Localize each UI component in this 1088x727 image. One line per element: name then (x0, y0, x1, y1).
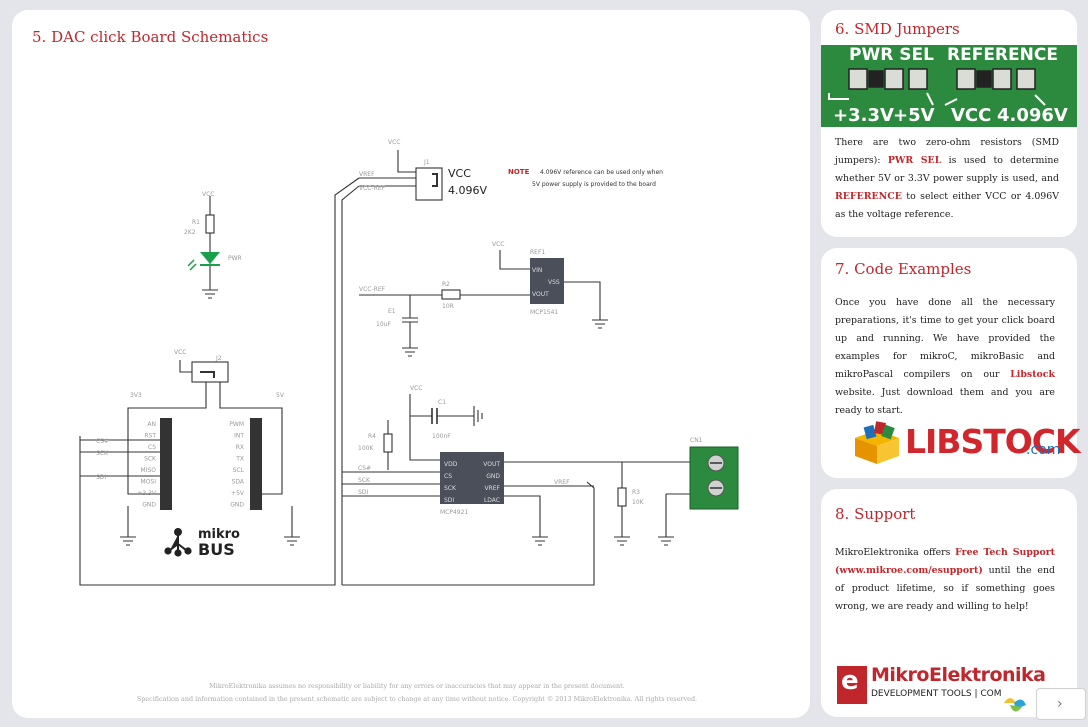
note-label: NOTE (508, 168, 530, 176)
pin-label: VDD (444, 461, 458, 468)
svg-text:10K: 10K (632, 499, 645, 506)
support-heading: 8. Support (835, 505, 916, 523)
footer-disclaimer-1: MikroElektronika assumes no responsibili… (209, 682, 625, 690)
note-line-2: 5V power supply is provided to the board (532, 181, 656, 188)
svg-text:MCP4921: MCP4921 (440, 509, 468, 516)
svg-text:MCP1541: MCP1541 (530, 309, 558, 316)
pin-label: TX (235, 456, 244, 463)
pin-label: CS (444, 473, 452, 480)
pin-label: RST (144, 433, 156, 440)
svg-text:VCC-REF: VCC-REF (359, 185, 386, 192)
pin-label: VOUT (483, 461, 500, 468)
svg-text:R1: R1 (192, 219, 200, 226)
support-card: 8. Support MikroElektronika offers Free … (821, 489, 1077, 717)
svg-text:10uF: 10uF (376, 321, 391, 328)
svg-text:R3: R3 (632, 489, 640, 496)
pin-label: MISO (141, 467, 157, 474)
svg-text:CS#: CS# (358, 465, 371, 472)
pin-label: PWM (229, 421, 244, 428)
support-description: MikroElektronika offers Free Tech Suppor… (835, 547, 1055, 612)
svg-text:J1: J1 (423, 159, 430, 166)
svg-text:PWR: PWR (228, 255, 242, 262)
svg-text:VIN: VIN (532, 267, 542, 274)
svg-text:E1: E1 (388, 308, 396, 315)
svg-text:CS#: CS# (96, 438, 109, 445)
mikroelektronika-logo: e MikroElektronika DEVELOPMENT TOOLS | C… (835, 664, 1075, 710)
code-heading: 7. Code Examples (835, 260, 972, 278)
svg-text:R4: R4 (368, 433, 376, 440)
svg-text:SDI: SDI (358, 489, 368, 496)
pin-label: MOSI (141, 479, 157, 486)
schematic-card: 5. DAC click Board Schematics (12, 10, 810, 718)
libstock-link[interactable]: Libstock (1010, 369, 1055, 380)
option-4096: 4.096V (448, 184, 487, 197)
mikrobus-right-pins: PWM INT RX TX SCL SDA +5V GND (229, 421, 245, 509)
pin-label: LDAC (484, 497, 500, 504)
pin-label: RX (236, 444, 244, 451)
pin-label: AN (147, 421, 156, 428)
pin-label: SCK (144, 456, 157, 463)
svg-text:CN1: CN1 (690, 437, 703, 444)
mcp4921-right-pins: VOUT GND VREF LDAC (483, 461, 500, 504)
option-vcc: VCC (448, 167, 471, 180)
smd-jumpers-card: 6. SMD Jumpers PWR SEL REFERENCE +3.3V +… (821, 10, 1077, 237)
mcp4921-left-pins: VDD CS SCK SDI (444, 461, 458, 504)
svg-text:VCC-REF: VCC-REF (359, 286, 386, 293)
svg-text:R2: R2 (442, 281, 450, 288)
svg-text:SCK: SCK (96, 450, 109, 457)
svg-text:10R: 10R (442, 303, 454, 310)
svg-text:REF1: REF1 (530, 249, 545, 256)
svg-text:VREF: VREF (359, 171, 375, 178)
mikrobus-logo-bus: BUS (198, 540, 235, 559)
footer-disclaimer-2: Specification and information contained … (136, 695, 698, 703)
svg-text:5V: 5V (276, 392, 285, 399)
pin-label: SDI (444, 497, 454, 504)
pin-label: GND (486, 473, 500, 480)
mikrobus-left-pins: AN RST CS SCK MISO MOSI +3.3V GND (137, 421, 157, 509)
next-page-button[interactable]: › (1036, 688, 1086, 720)
svg-text:VCC: VCC (202, 191, 214, 198)
bird-icon (1000, 689, 1030, 719)
pin-label: SCK (444, 485, 457, 492)
svg-text:2K2: 2K2 (184, 229, 196, 236)
svg-text:100K: 100K (358, 445, 374, 452)
pin-label: SDA (232, 479, 245, 486)
svg-text:VCC: VCC (388, 139, 400, 146)
libstock-logo[interactable]: LIBSTOCK .com (849, 418, 1081, 468)
svg-text:3V3: 3V3 (130, 392, 142, 399)
pin-label: VREF (484, 485, 500, 492)
svg-text:100nF: 100nF (432, 433, 451, 440)
esupport-link[interactable]: (www.mikroe.com/esupport) (835, 565, 983, 576)
mikrobus-logo-mikro: mikro (198, 527, 240, 542)
svg-text:VREF: VREF (554, 479, 570, 486)
code-description: Once you have done all the necessary pre… (835, 297, 1055, 416)
schematic-diagram: mikro BUS VCC J1 VREF VCC-REF VCC 4.096V… (79, 139, 739, 586)
pin-label: CS (148, 444, 156, 451)
chevron-right-icon: › (1057, 696, 1063, 712)
pin-label: INT (234, 433, 244, 440)
svg-text:J2: J2 (215, 355, 222, 362)
schematic-title: 5. DAC click Board Schematics (32, 28, 269, 46)
svg-text:SCK: SCK (358, 477, 371, 484)
svg-text:VCC: VCC (492, 241, 504, 248)
pin-label: GND (142, 502, 156, 509)
svg-text:VCC: VCC (174, 349, 186, 356)
pin-label: GND (230, 502, 244, 509)
svg-text:VSS: VSS (548, 279, 560, 286)
pin-label: SCL (233, 467, 245, 474)
svg-text:SDI: SDI (96, 474, 106, 481)
smd-jumpers-photo: PWR SEL REFERENCE +3.3V +5V VCC 4.096V (821, 45, 1077, 127)
pin-label: +5V (231, 490, 245, 497)
svg-text:VOUT: VOUT (532, 291, 549, 298)
note-line-1: 4.096V reference can be used only when (540, 169, 663, 176)
svg-text:C1: C1 (438, 399, 446, 406)
code-examples-card: 7. Code Examples Once you have done all … (821, 248, 1081, 478)
pin-label: +3.3V (137, 490, 157, 497)
smd-description: There are two zero-ohm resistors (SMD ju… (835, 137, 1060, 220)
svg-text:VCC: VCC (410, 385, 422, 392)
smd-heading: 6. SMD Jumpers (835, 20, 960, 38)
